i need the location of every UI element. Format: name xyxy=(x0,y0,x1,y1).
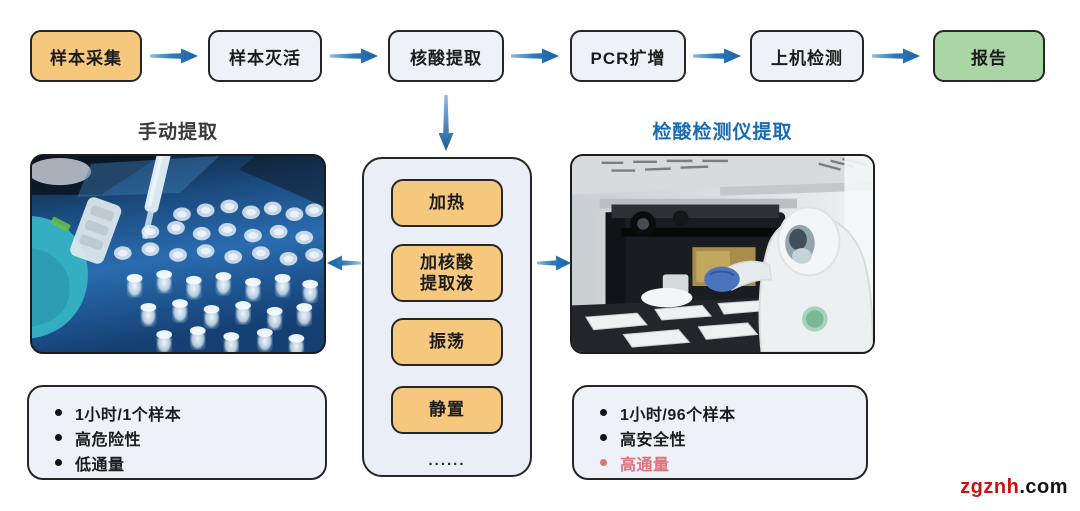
extraction-steps-panel: 加热 加核酸 提取液 振荡 静置 ...... xyxy=(362,157,532,477)
bullet-item-highlighted: 高通量 xyxy=(600,450,856,475)
bullet-dot-icon xyxy=(600,409,607,416)
watermark-tld: .com xyxy=(1019,476,1068,498)
manual-extraction-title: 手动提取 xyxy=(137,121,218,143)
manual-extraction-photo xyxy=(30,154,326,354)
right-arrow-icon xyxy=(330,48,378,64)
lab-tubes-pipette-illustration xyxy=(32,156,324,352)
bullet-item: 高安全性 xyxy=(600,425,856,450)
watermark: zgznh.com xyxy=(960,476,1068,499)
analyzer-machine-photo xyxy=(570,154,875,354)
right-arrow-icon xyxy=(150,48,198,64)
flow-step-report: 报告 xyxy=(933,30,1045,82)
process-ellipsis: ...... xyxy=(428,452,466,469)
process-step-heating: 加热 xyxy=(391,179,503,227)
left-arrow-icon xyxy=(327,255,361,271)
flow-step-sample-inactivation: 样本灭活 xyxy=(208,30,322,82)
process-step-resting: 静置 xyxy=(391,386,503,434)
bullet-text: 1小时/96个样本 xyxy=(620,406,736,424)
bullet-dot-icon xyxy=(600,434,607,441)
bullet-dot-icon xyxy=(600,459,607,466)
right-arrow-icon xyxy=(537,255,571,271)
process-step-add-extraction-solution: 加核酸 提取液 xyxy=(391,244,503,302)
bullet-text: 高安全性 xyxy=(620,431,687,449)
manual-extraction-summary-card: 1小时/1个样本 高危险性 低通量 xyxy=(27,385,327,480)
bullet-text: 高通量 xyxy=(620,456,670,474)
flow-step-nucleic-extraction: 核酸提取 xyxy=(388,30,504,82)
bullet-text: 1小时/1个样本 xyxy=(75,406,182,424)
bullet-text: 低通量 xyxy=(75,456,125,474)
process-step-shaking: 振荡 xyxy=(391,318,503,366)
right-arrow-icon xyxy=(872,48,920,64)
analyzer-extraction-title: 检酸检测仪提取 xyxy=(652,121,793,143)
bullet-dot-icon xyxy=(55,459,62,466)
down-arrow-icon xyxy=(438,95,454,151)
flow-step-machine-detection: 上机检测 xyxy=(750,30,864,82)
bullet-item: 高危险性 xyxy=(55,425,315,450)
analyzer-extraction-summary-card: 1小时/96个样本 高安全性 高通量 xyxy=(572,385,868,480)
right-arrow-icon xyxy=(693,48,741,64)
bullet-item: 低通量 xyxy=(55,450,315,475)
lab-analyzer-technician-illustration xyxy=(572,156,873,352)
right-arrow-icon xyxy=(511,48,559,64)
bullet-dot-icon xyxy=(55,434,62,441)
flow-step-pcr-amplification: PCR扩增 xyxy=(570,30,686,82)
bullet-item: 1小时/96个样本 xyxy=(600,400,856,425)
bullet-item: 1小时/1个样本 xyxy=(55,400,315,425)
watermark-brand: zgznh xyxy=(960,476,1020,498)
bullet-dot-icon xyxy=(55,409,62,416)
bullet-text: 高危险性 xyxy=(75,431,142,449)
flow-step-sample-collection: 样本采集 xyxy=(30,30,142,82)
